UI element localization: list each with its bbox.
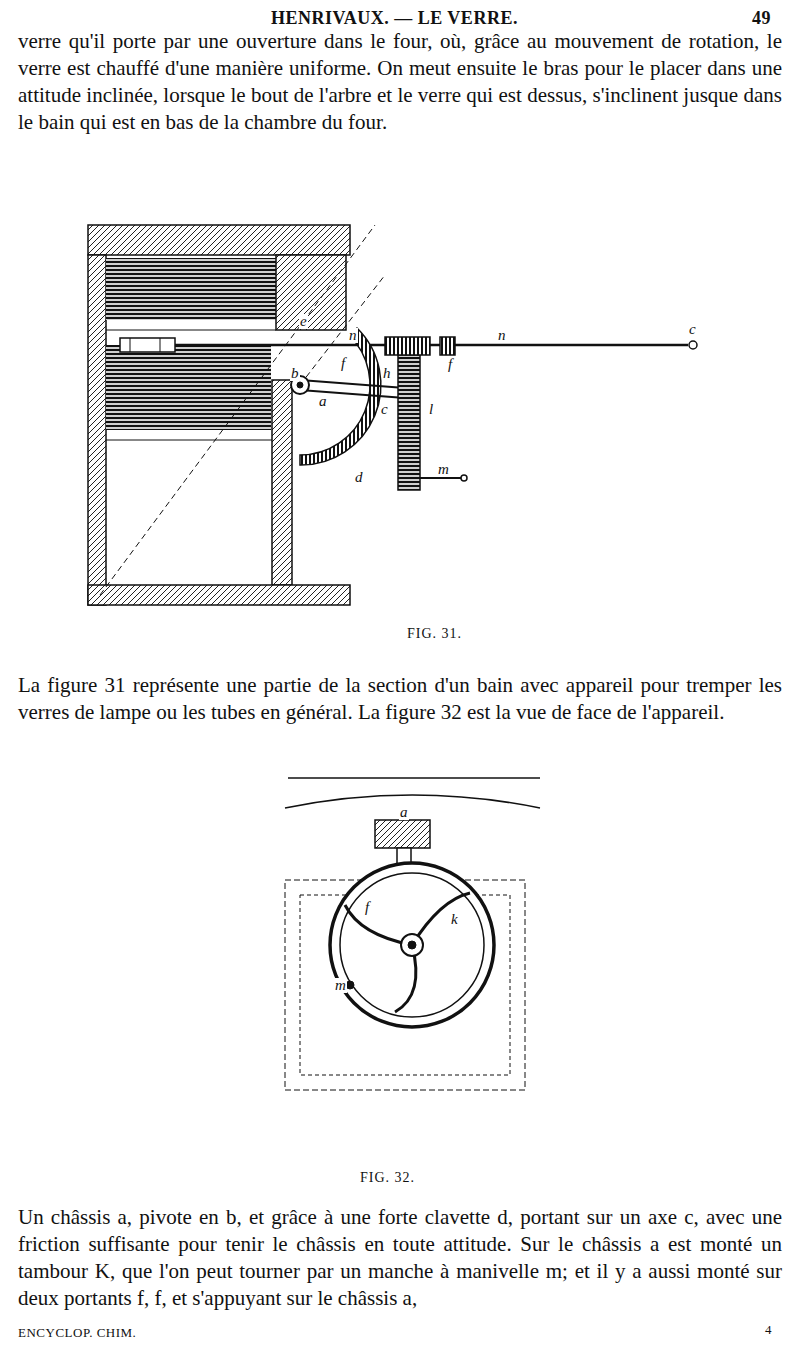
callout-letter: m (334, 978, 347, 993)
body-text: La figure 31 représente une partie de la… (18, 672, 782, 726)
callout-letter: a (318, 394, 328, 409)
callout-letter: d (354, 470, 364, 485)
callout-letter: f (364, 900, 370, 915)
callout-letter: f (340, 356, 346, 371)
callout-letter: n (497, 328, 507, 343)
running-head: HENRIVAUX. — LE VERRE. (271, 8, 518, 29)
callout-letter: m (437, 462, 450, 477)
figure-caption: FIG. 32. (360, 1170, 415, 1186)
page-number: 49 (752, 8, 771, 29)
figure-31 (88, 225, 697, 605)
footer-page-signature: 4 (765, 1322, 772, 1338)
body-text: verre qu'il porte par une ouverture dans… (18, 28, 782, 136)
figure-32 (285, 778, 540, 1090)
callout-letter: c (380, 402, 389, 417)
footer-text: ENCYCLOP. CHIM. (18, 1325, 136, 1341)
callout-letter: n (348, 328, 358, 343)
callout-letter: f (447, 357, 453, 372)
figure-caption: FIG. 31. (407, 626, 462, 642)
callout-letter: l (428, 402, 434, 417)
callout-letter: k (450, 912, 459, 927)
body-text: Un châssis a, pivote en b, et grâce à un… (18, 1204, 782, 1312)
callout-letter: b (290, 366, 300, 381)
callout-letter: e (299, 314, 308, 329)
callout-letter: c (688, 322, 697, 337)
callout-letter: a (399, 805, 409, 820)
callout-letter: h (382, 366, 392, 381)
